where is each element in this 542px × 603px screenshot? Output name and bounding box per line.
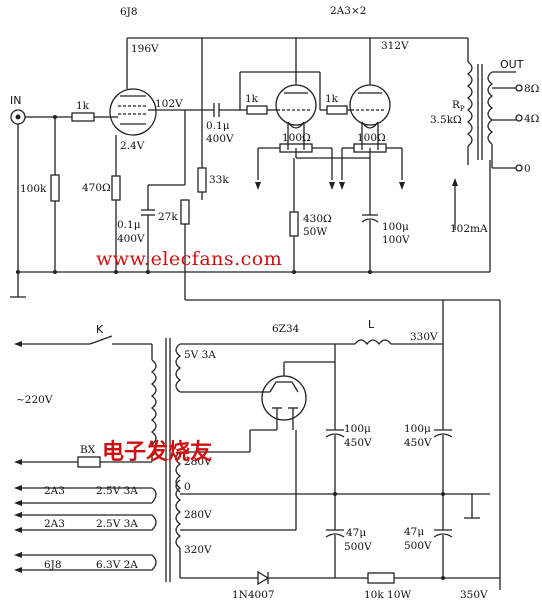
label-400v-b: 400V [117,233,145,245]
input-resistor-100k [50,174,60,202]
label-tube-6j8: 6J8 [120,6,138,18]
tube-2a3-a [275,84,317,126]
watermark-cn: 电子发烧友 [102,439,212,465]
grid-resistor-1k [71,112,95,122]
label-2a3-a: 2A3 [44,485,65,497]
fuse-bx [77,456,101,468]
label-6j8-fil: 6J8 [44,559,62,571]
label-rp-value: 3.5kΩ [430,114,462,126]
cathode-resistor-430 [289,211,299,237]
label-450v-c: 450V [404,437,432,449]
hv-winding [175,451,182,549]
label-1n4007: 1N4007 [232,589,275,601]
label-100v: 100V [382,234,410,246]
label-500v-b: 500V [404,540,432,552]
label-100ohm-a: 100Ω [282,132,311,144]
label-320v: 320V [184,544,212,556]
label-rp: RP [452,99,465,113]
label-2a3-b: 2A3 [44,518,65,530]
resistor-10k-10w [367,572,395,584]
label-450v-b: 450V [344,437,372,449]
label-47u-b: 47μ [404,526,424,538]
label-zero: 0 [184,481,191,493]
label-2-4v: 2.4V [120,140,145,152]
power-switch-k [89,335,113,345]
label-47u-a: 47μ [346,527,366,539]
label-5v-3a: 5V 3A [184,349,216,361]
label-330v: 330V [410,331,438,343]
power-supply-wiring [14,300,500,586]
label-1k-a: 1k [76,100,90,112]
label-2-5v-3a-a: 2.5V 3A [96,485,138,497]
cathode-resistor-470 [111,175,121,201]
label-100u-c: 100μ [404,423,431,435]
filament-winding-6j8 [151,554,157,571]
label-280v-b: 280V [184,509,212,521]
label-350v: 350V [460,589,488,601]
choke-l [354,339,392,346]
label-bx: BX [80,444,96,456]
grid-stopper-1k-a [246,105,268,115]
label-280v-a: 280V [184,456,212,468]
tube-6j8 [109,88,157,136]
label-400v-a: 400V [206,133,234,145]
output-terminal-0 [515,164,523,172]
label-33k: 33k [209,174,229,186]
label-tube-2a3: 2A3×2 [330,5,366,17]
output-terminal-8ohm [515,84,523,92]
label-470ohm: 470Ω [82,182,111,194]
label-switch-k: K [96,323,104,336]
label-102ma: 102mA [450,223,488,235]
label-in: IN [10,94,21,107]
label-100u-b: 100μ [344,423,371,435]
label-430ohm: 430Ω [303,213,332,225]
amplifier-wiring [10,37,523,590]
label-50w: 50W [303,226,327,238]
filament-winding-2a3-b [151,514,157,531]
label-out: OUT [500,58,524,71]
tube-2a3-b [349,84,391,126]
label-312v: 312V [381,40,409,52]
label-0ohm: 0 [524,163,531,175]
label-0-1u-a: 0.1μ [206,120,230,132]
label-1k-b: 1k [245,93,259,105]
label-196v: 196V [131,43,159,55]
labels: 6J8 2A3×2 196V 312V OUT IN 1k 102V 1k 1k… [10,5,540,601]
label-102v: 102V [155,98,183,110]
output-transformer-secondary [487,71,494,145]
rectifier-filament-winding [175,343,182,393]
label-0-1u-b: 0.1μ [117,219,141,231]
output-terminal-4ohm [515,114,523,122]
diode-1n4007 [257,570,270,586]
label-100u-a: 100μ [382,221,409,233]
label-6-3v-2a: 6.3V 2A [96,559,138,571]
grid-stopper-1k-b [326,105,348,115]
power-transformer-primary [150,359,157,457]
label-27k: 27k [158,211,178,223]
watermark-url: www.elecfans.com [96,248,282,270]
resistor-27k [180,199,190,225]
label-100k: 100k [20,183,47,195]
filament-winding-2a3-a [151,487,157,504]
input-jack-center [15,114,21,120]
label-8ohm: 8Ω [524,83,540,95]
label-2-5v-3a-b: 2.5V 3A [96,518,138,530]
label-10k-10w: 10k 10W [364,589,411,601]
label-220v: ~220V [16,394,53,406]
label-100ohm-b: 100Ω [357,132,386,144]
label-4ohm: 4Ω [524,113,540,125]
label-1k-c: 1k [325,93,339,105]
label-choke-l: L [368,318,375,331]
label-6z34: 6Z34 [272,323,300,335]
plate-resistor-33k [197,167,207,193]
label-500v-a: 500V [344,541,372,553]
output-transformer-primary [466,61,473,147]
